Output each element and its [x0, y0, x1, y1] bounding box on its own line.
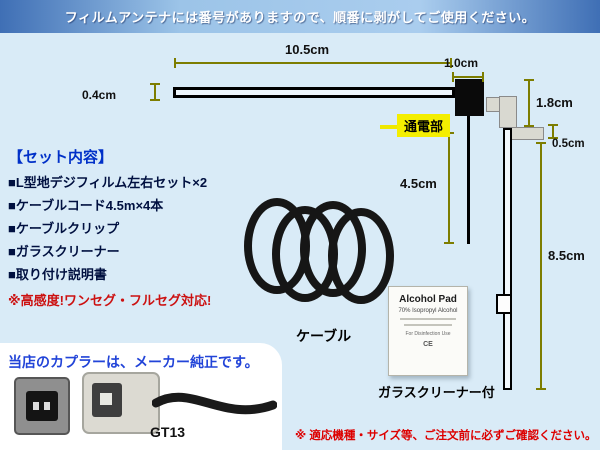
right-element-feed-tab [499, 96, 517, 128]
dimension-line-top-width [174, 58, 452, 68]
dimension-line-left-length [444, 132, 454, 244]
connector-pin [33, 402, 39, 410]
dimension-line-tab-thickness [548, 124, 558, 139]
gt13-connector-pin [100, 393, 112, 405]
banner-text: フィルムアンテナには番号がありますので、順番に剥がしてご使用ください。 [64, 10, 536, 25]
alcohol-pad-caption: ガラスクリーナー付 [378, 385, 495, 400]
fine-print-line [404, 324, 452, 326]
set-contents-heading: 【セット内容】 [8, 149, 114, 166]
ce-mark: CE [423, 341, 433, 348]
dimension-line-feed-height [524, 79, 534, 127]
set-contents-item: ■L型地デジフィルム左右セット×2 [8, 175, 208, 190]
set-contents-item: ■取り付け説明書 [8, 267, 107, 282]
set-contents-item: ■ケーブルクリップ [8, 221, 120, 236]
antenna-feed-point [455, 79, 484, 116]
antenna-vertical-segment [467, 116, 470, 244]
fine-print-line [400, 318, 456, 320]
alcohol-pad-subtitle: 70% Isopropyl Alcohol [398, 308, 458, 314]
right-element-clip [496, 294, 512, 314]
cable-label: ケーブル [296, 328, 352, 344]
coupler-text: 当店のカプラーは、メーカー純正です。 [8, 354, 259, 370]
dimension-label-right-length: 8.5cm [548, 248, 585, 263]
alcohol-pad-packet: Alcohol Pad 70% Isopropyl Alcohol For Di… [388, 286, 468, 376]
cable-coil [328, 208, 394, 304]
connector-pin [44, 402, 50, 410]
alcohol-pad-title: Alcohol Pad [399, 294, 457, 305]
antenna-right-element [503, 128, 512, 390]
antenna-horizontal-element [173, 87, 455, 98]
dimension-line-film-thickness [150, 83, 160, 101]
footer-note: ※ 適応機種・サイズ等、ご注文前に必ずご確認ください。 [295, 430, 597, 442]
dimension-label-feed-height: 1.8cm [536, 95, 573, 110]
dimension-label-film-thickness: 0.4cm [82, 88, 117, 102]
set-contents-item: ■ガラスクリーナー [8, 244, 120, 259]
dimension-label-left-length: 4.5cm [400, 176, 437, 191]
dimension-line-feed-width [452, 72, 484, 82]
dimension-label-top-width: 10.5cm [285, 42, 330, 57]
connector-cable [152, 392, 277, 415]
set-contents-note: ※高感度!ワンセグ・フルセグ対応! [8, 293, 212, 308]
dimension-line-right-length [536, 142, 546, 390]
alcohol-pad-small-text: For Disinfection Use [405, 331, 451, 337]
right-element-side-tab [511, 127, 544, 140]
dimension-label-feed-width: 1.0cm [444, 56, 479, 70]
feed-callout-label: 通電部 [397, 114, 451, 137]
connector-socket-opening [26, 391, 58, 421]
set-contents-item: ■ケーブルコード4.5m×4本 [8, 198, 164, 213]
dimension-label-tab-thickness: 0.5cm [552, 138, 585, 150]
gt13-label: GT13 [150, 424, 186, 440]
top-banner: フィルムアンテナには番号がありますので、順番に剥がしてご使用ください。 [0, 0, 600, 33]
